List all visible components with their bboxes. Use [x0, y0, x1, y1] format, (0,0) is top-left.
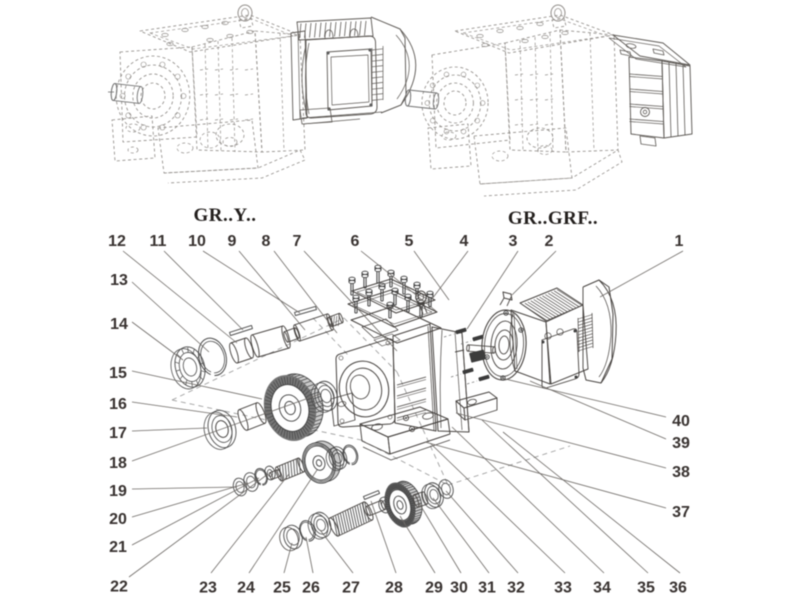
- svg-text:27: 27: [342, 580, 360, 597]
- svg-text:8: 8: [262, 233, 271, 250]
- svg-text:4: 4: [460, 233, 469, 250]
- svg-text:36: 36: [669, 580, 687, 597]
- svg-text:6: 6: [351, 233, 360, 250]
- svg-text:15: 15: [109, 365, 127, 382]
- svg-text:11: 11: [150, 233, 167, 250]
- svg-text:31: 31: [478, 580, 496, 597]
- svg-text:35: 35: [637, 580, 655, 597]
- svg-text:32: 32: [507, 580, 525, 597]
- svg-text:12: 12: [108, 233, 126, 250]
- svg-text:21: 21: [109, 539, 127, 556]
- svg-text:GR..GRF..: GR..GRF..: [508, 208, 598, 229]
- svg-text:17: 17: [109, 425, 127, 442]
- svg-text:26: 26: [302, 580, 320, 597]
- svg-text:25: 25: [273, 580, 291, 597]
- svg-text:3: 3: [509, 233, 518, 250]
- svg-text:22: 22: [110, 579, 128, 596]
- svg-text:38: 38: [672, 464, 690, 481]
- svg-text:34: 34: [593, 580, 611, 597]
- svg-text:13: 13: [110, 272, 128, 289]
- svg-text:9: 9: [228, 233, 237, 250]
- svg-text:20: 20: [109, 511, 127, 528]
- svg-text:5: 5: [405, 233, 414, 250]
- svg-text:29: 29: [425, 580, 443, 597]
- svg-text:10: 10: [188, 233, 206, 250]
- svg-text:28: 28: [385, 580, 403, 597]
- svg-text:7: 7: [293, 233, 302, 250]
- svg-text:GR..Y..: GR..Y..: [194, 205, 257, 226]
- svg-text:14: 14: [110, 316, 128, 333]
- svg-text:23: 23: [199, 580, 217, 597]
- svg-text:30: 30: [450, 580, 468, 597]
- svg-text:1: 1: [675, 233, 684, 250]
- svg-text:40: 40: [672, 413, 690, 430]
- svg-text:16: 16: [109, 396, 127, 413]
- svg-text:2: 2: [545, 233, 554, 250]
- svg-text:24: 24: [237, 580, 255, 597]
- svg-text:39: 39: [672, 435, 690, 452]
- svg-text:33: 33: [554, 580, 572, 597]
- svg-text:19: 19: [109, 483, 127, 500]
- svg-text:37: 37: [672, 504, 690, 521]
- svg-text:18: 18: [109, 455, 127, 472]
